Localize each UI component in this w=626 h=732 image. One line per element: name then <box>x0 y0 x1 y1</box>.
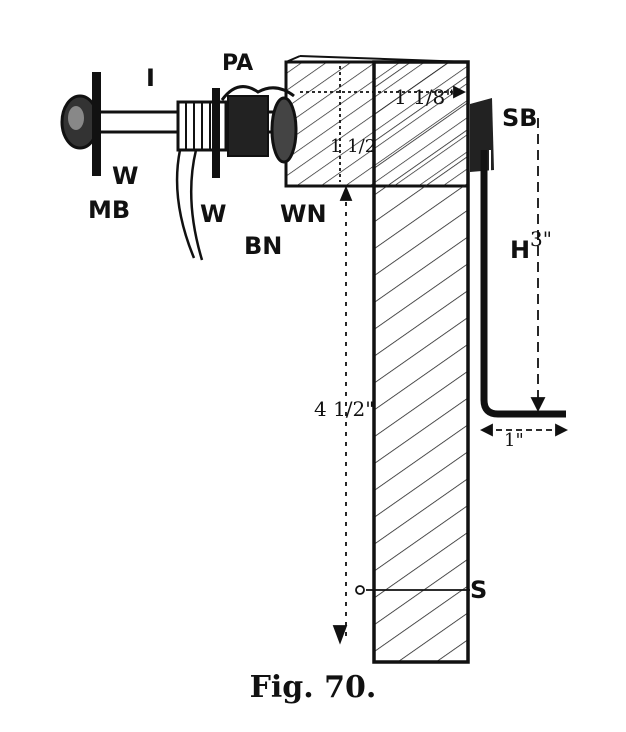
label-bn: BN <box>244 232 282 260</box>
platinum-point <box>220 85 295 101</box>
wire-left <box>175 149 196 259</box>
binding-nut <box>227 95 269 157</box>
washer-left <box>92 72 101 176</box>
label-h: H <box>510 236 530 264</box>
spring-blade <box>470 98 494 172</box>
hook-assembly <box>470 98 566 418</box>
dim-hook-height: 3" <box>530 227 552 251</box>
label-sb: SB <box>502 104 538 132</box>
vertical-board <box>372 60 470 664</box>
washer-right <box>212 88 220 178</box>
bolt-assembly <box>60 72 298 261</box>
wire-right <box>189 149 204 261</box>
label-pa: PA <box>222 51 253 76</box>
label-mb: MB <box>88 196 130 224</box>
label-i: I <box>146 64 155 92</box>
label-wn: WN <box>280 200 327 228</box>
dim-length: 4 1/2" <box>314 397 374 421</box>
wing-nut <box>270 96 298 164</box>
figure-caption: Fig. 70. <box>249 670 377 705</box>
label-s: S <box>470 576 487 604</box>
dim-hook-foot: 1" <box>504 430 524 451</box>
label-w-bottom: W <box>200 200 226 228</box>
dim-block-width: 1 1/8" <box>394 85 454 109</box>
hook-wire <box>480 150 566 418</box>
dim-block-height: 1 1/2 <box>330 136 376 157</box>
dimension-lines <box>300 66 569 645</box>
label-w-top: W <box>112 162 138 190</box>
